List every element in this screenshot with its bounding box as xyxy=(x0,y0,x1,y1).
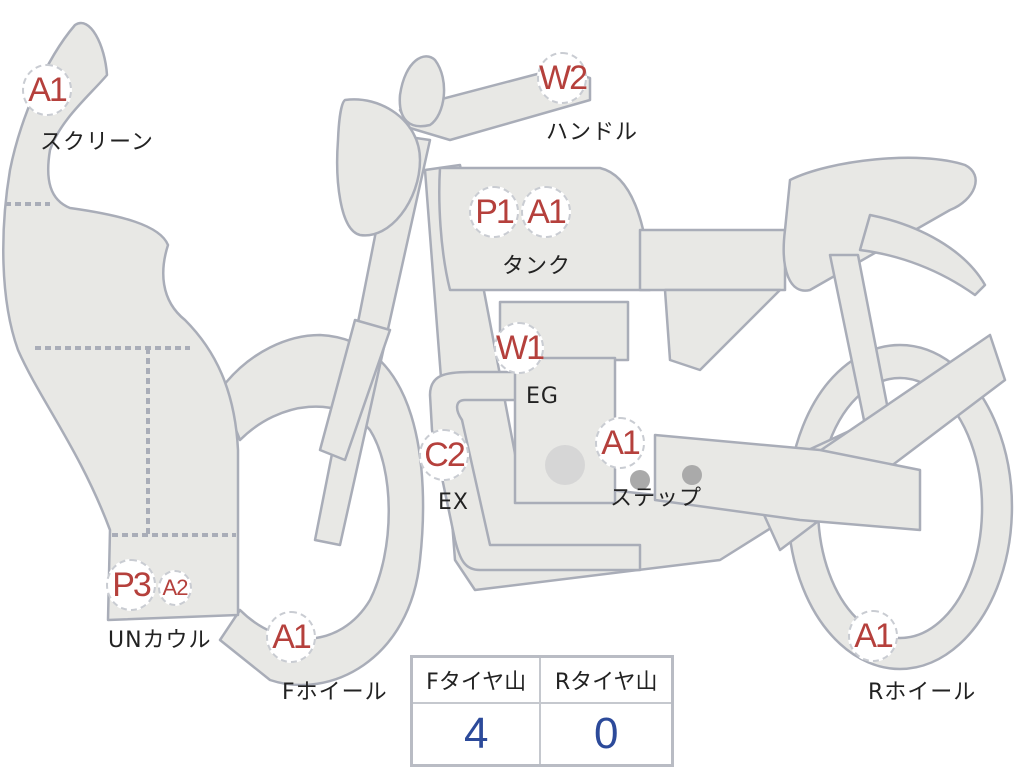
damage-code-badge: A1 xyxy=(22,64,72,116)
front-tire-value: 4 xyxy=(410,702,542,767)
damage-code-badge: A1 xyxy=(266,611,316,663)
part-label-handle: ハンドル xyxy=(546,120,639,145)
rear-tire-header: Rタイヤ山 xyxy=(539,655,674,704)
damage-code-badge: A1 xyxy=(521,186,571,238)
part-label-exhaust: EX xyxy=(438,490,469,515)
damage-code-badge: W1 xyxy=(494,322,545,374)
rear-tire-value: 0 xyxy=(539,702,674,767)
part-label-engine: EG xyxy=(526,384,559,409)
part-label-front-wheel: Fホイール xyxy=(282,680,388,705)
tire-tread-table: Fタイヤ山 Rタイヤ山 4 0 xyxy=(410,655,674,767)
cowl-shape xyxy=(2,21,240,622)
part-label-under-cowl: UNカウル xyxy=(108,628,212,653)
front-tire-header: Fタイヤ山 xyxy=(410,655,542,704)
damage-code-badge: P3 xyxy=(106,559,156,611)
part-label-step: ステップ xyxy=(610,486,703,511)
front-wheel-shape xyxy=(218,333,425,687)
damage-code-badge: A1 xyxy=(595,417,645,469)
damage-code-badge: W2 xyxy=(537,52,588,104)
damage-code-badge: P1 xyxy=(469,186,519,238)
part-label-rear-wheel: Rホイール xyxy=(868,680,977,705)
part-label-screen: スクリーン xyxy=(40,130,154,155)
damage-code-badge: A1 xyxy=(848,610,898,662)
damage-code-badge: A2 xyxy=(158,570,192,606)
damage-code-badge: C2 xyxy=(419,429,469,481)
part-label-tank: タンク xyxy=(502,254,572,279)
